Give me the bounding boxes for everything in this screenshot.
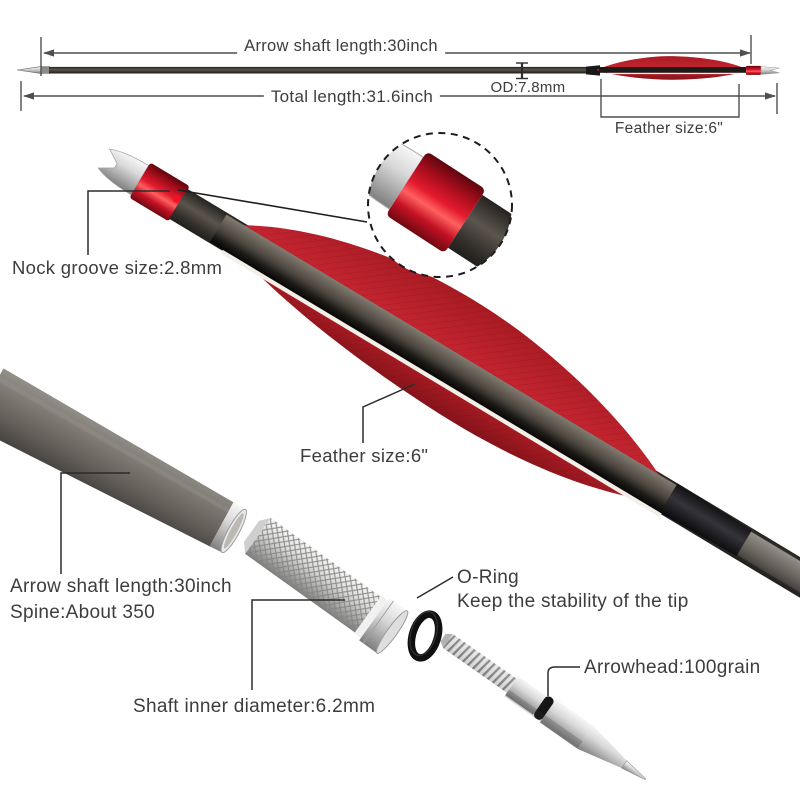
nock-collar bbox=[746, 65, 761, 75]
arrowhead-photo bbox=[440, 633, 647, 781]
label-oring-title: O-Ring bbox=[457, 567, 519, 588]
nock-fork bbox=[760, 66, 780, 75]
insert-end-face bbox=[375, 610, 409, 654]
feather-quill-band bbox=[209, 214, 684, 517]
nock-groove-leader bbox=[87, 190, 170, 255]
label-total-length: Total length:31.6inch bbox=[263, 86, 441, 108]
label-nock-groove-size: Nock groove size:2.8mm bbox=[12, 257, 223, 278]
arrowhead-oring-seated bbox=[534, 696, 554, 720]
tip-insert-band bbox=[41, 66, 50, 74]
label-arrowhead: Arrowhead:100grain bbox=[584, 657, 761, 678]
magnifier-inset-content bbox=[368, 133, 512, 277]
label-outer-diameter: OD:7.8mm bbox=[490, 79, 566, 96]
fletch-front-wrap bbox=[586, 65, 600, 76]
arrow-tip bbox=[16, 66, 43, 74]
feather-size-bracket bbox=[600, 79, 740, 118]
shaft-spec-leader bbox=[60, 472, 130, 574]
top-arrow-photo bbox=[16, 56, 780, 80]
collar-highlight-dot bbox=[172, 194, 181, 203]
od-measure-mark bbox=[516, 62, 528, 80]
nock-fork bbox=[97, 148, 150, 196]
insert-knurling bbox=[245, 518, 381, 633]
arrowhead-cone bbox=[577, 725, 627, 769]
shaft-tube-photo bbox=[0, 368, 247, 554]
label-inner-diameter: Shaft inner diameter:6.2mm bbox=[133, 696, 376, 717]
tube-end-band bbox=[209, 502, 246, 553]
carbon-shaft-magnified bbox=[448, 194, 512, 277]
oring-leader bbox=[416, 576, 454, 599]
label-spine: Spine:About 350 bbox=[10, 602, 156, 623]
fletch-quill-stripe bbox=[599, 67, 746, 73]
label-feather-size-mid: Feather size:6" bbox=[300, 445, 429, 466]
insert-flange bbox=[359, 598, 408, 654]
insert-photo bbox=[243, 518, 409, 654]
arrow-shaft bbox=[49, 66, 589, 74]
nock-collar bbox=[130, 163, 189, 221]
magnifier-callout-line bbox=[177, 189, 368, 223]
label-oring-description: Keep the stability of the tip bbox=[457, 591, 689, 612]
arrowhead-leader bbox=[547, 666, 580, 696]
fletch-white-stripe bbox=[607, 72, 739, 75]
feather-white-stripe bbox=[220, 249, 662, 518]
feather-mid-leader bbox=[362, 383, 416, 443]
shaft-tail bbox=[737, 531, 800, 607]
arrowhead-neck bbox=[505, 676, 547, 715]
shaft-wrap bbox=[659, 483, 752, 557]
nock-closeup-photo bbox=[97, 148, 800, 607]
arrowhead-body bbox=[539, 699, 594, 749]
arrowhead-point bbox=[621, 760, 647, 781]
inner-dia-leader bbox=[251, 599, 345, 690]
magnifier-circle bbox=[367, 132, 513, 278]
label-feather-size-top: Feather size:6" bbox=[614, 120, 724, 137]
label-shaft-length-top: Arrow shaft length:30inch bbox=[237, 36, 445, 57]
oring-photo bbox=[407, 610, 443, 662]
label-shaft-length-bottom: Arrow shaft length:30inch bbox=[10, 576, 232, 597]
nock-collar-magnified bbox=[387, 153, 484, 252]
